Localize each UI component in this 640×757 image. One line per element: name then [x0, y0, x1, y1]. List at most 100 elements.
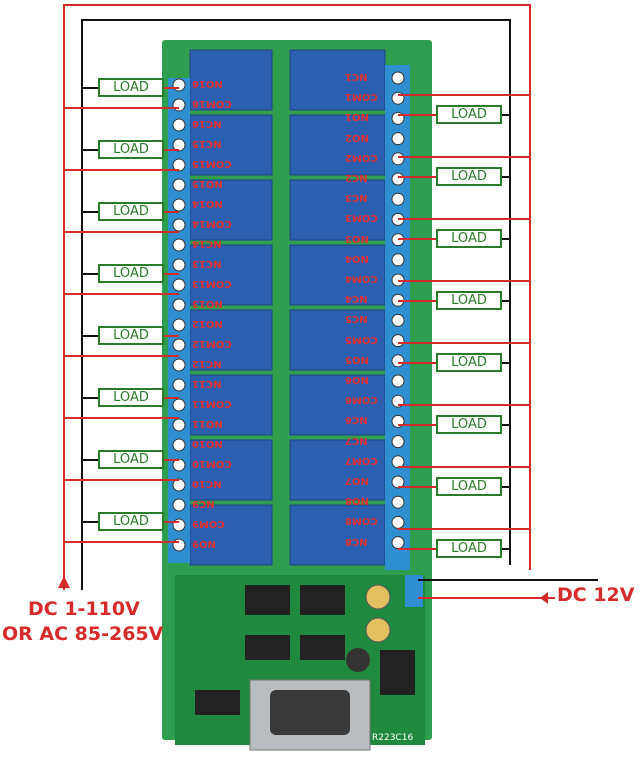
terminal-screw — [391, 253, 405, 267]
load-box-left: LOAD — [98, 512, 164, 531]
relay — [189, 374, 273, 436]
relay — [189, 179, 273, 241]
terminal-label-right: NC2 — [345, 172, 368, 183]
load-box-left: LOAD — [98, 450, 164, 469]
ic-chip — [245, 585, 290, 615]
terminal-label-right: NC8 — [345, 535, 368, 547]
terminal-screw — [391, 152, 405, 166]
terminal-screw — [172, 338, 186, 352]
supply-wire-red — [63, 4, 531, 590]
relay — [189, 114, 273, 176]
terminal-label-right: NO4 — [345, 252, 369, 264]
terminal-label-right: NO7 — [345, 475, 369, 486]
load-box-right: LOAD — [436, 167, 502, 186]
terminal-label-left: COM11 — [192, 398, 232, 409]
load-box-left: LOAD — [98, 140, 164, 159]
terminal-screw — [172, 438, 186, 452]
terminal-label-left: COM9 — [192, 518, 225, 529]
terminal-label-right: NC1 — [345, 71, 368, 82]
terminal-screw — [391, 172, 405, 186]
terminal-screw — [391, 354, 405, 368]
terminal-label-right: COM8 — [345, 515, 378, 527]
up-arrow — [58, 576, 70, 588]
terminal-label-left: NO12 — [192, 318, 223, 329]
terminal-label-left: NC14 — [192, 238, 222, 249]
terminal-label-right: COM2 — [345, 151, 378, 163]
terminal-label-right: COM1 — [345, 91, 378, 103]
terminal-label-right: NO8 — [345, 495, 369, 507]
ic-chip — [245, 635, 290, 660]
terminal-label-right: NC5 — [345, 313, 368, 325]
terminal-label-left: NO16 — [192, 78, 223, 89]
terminal-screw — [391, 313, 405, 327]
terminal-label-left: NC11 — [192, 378, 222, 389]
relay — [289, 179, 386, 241]
terminal-screw — [391, 515, 405, 529]
relay — [189, 309, 273, 371]
terminal-screw — [172, 278, 186, 292]
terminal-label-right: NO5 — [345, 353, 369, 365]
ic-chip — [195, 690, 240, 715]
terminal-screw — [391, 132, 405, 146]
capacitor — [365, 617, 391, 643]
terminal-label-left: COM12 — [192, 338, 232, 349]
load-supply-label-2: OR AC 85-265V — [2, 623, 164, 645]
load-box-left: LOAD — [98, 388, 164, 407]
terminal-label-left: NO15 — [192, 178, 223, 189]
terminal-screw — [172, 518, 186, 532]
relay — [189, 244, 273, 306]
terminal-label-right: COM6 — [345, 394, 378, 406]
terminal-screw — [172, 358, 186, 372]
terminal-label-left: NC16 — [192, 118, 222, 129]
relay — [189, 49, 273, 111]
ic-chip — [300, 635, 345, 660]
load-box-left: LOAD — [98, 202, 164, 221]
capacitor — [365, 584, 391, 610]
terminal-label-left: NC10 — [192, 478, 222, 489]
terminal-screw — [172, 178, 186, 192]
terminal-label-left: NC13 — [192, 258, 222, 269]
terminal-screw — [172, 238, 186, 252]
terminal-label-right: NC4 — [345, 293, 368, 305]
terminal-screw — [172, 198, 186, 212]
terminal-screw — [172, 538, 186, 552]
load-box-left: LOAD — [98, 326, 164, 345]
terminal-label-right: COM4 — [345, 273, 378, 284]
board-code: R223C16 — [372, 733, 414, 743]
relay — [289, 439, 386, 501]
relay — [289, 244, 386, 306]
terminal-screw — [172, 498, 186, 512]
terminal-label-left: NC12 — [192, 358, 222, 369]
load-box-left: LOAD — [98, 264, 164, 283]
terminal-screw — [391, 536, 405, 550]
terminal-label-left: COM14 — [192, 218, 232, 229]
load-box-right: LOAD — [436, 291, 502, 310]
ic-chip — [300, 585, 345, 615]
terminal-label-left: NO11 — [192, 418, 223, 429]
terminal-screw — [172, 318, 186, 332]
terminal-screw — [391, 334, 405, 348]
terminal-screw — [391, 192, 405, 206]
terminal-screw — [391, 495, 405, 509]
terminal-label-left: NC9 — [192, 498, 215, 509]
ic-chip — [380, 650, 415, 695]
terminal-label-left: NO14 — [192, 198, 223, 209]
terminal-label-left: COM13 — [192, 278, 232, 289]
terminal-label-left: COM16 — [192, 98, 232, 109]
terminal-screw — [172, 298, 186, 312]
terminal-screw — [391, 435, 405, 449]
terminal-label-right: COM5 — [345, 333, 378, 345]
terminal-screw — [391, 374, 405, 388]
terminal-label-right: COM7 — [345, 454, 378, 466]
terminal-screw — [172, 218, 186, 232]
terminal-label-left: COM15 — [192, 158, 232, 169]
load-box-right: LOAD — [436, 539, 502, 558]
load-box-right: LOAD — [436, 229, 502, 248]
terminal-screw — [172, 118, 186, 132]
terminal-label-left: NO10 — [192, 438, 223, 449]
terminal-label-right: NO2 — [345, 131, 369, 143]
terminal-label-right: NC3 — [345, 192, 368, 204]
terminal-label-right: NO1 — [345, 111, 369, 123]
relay — [289, 374, 386, 436]
